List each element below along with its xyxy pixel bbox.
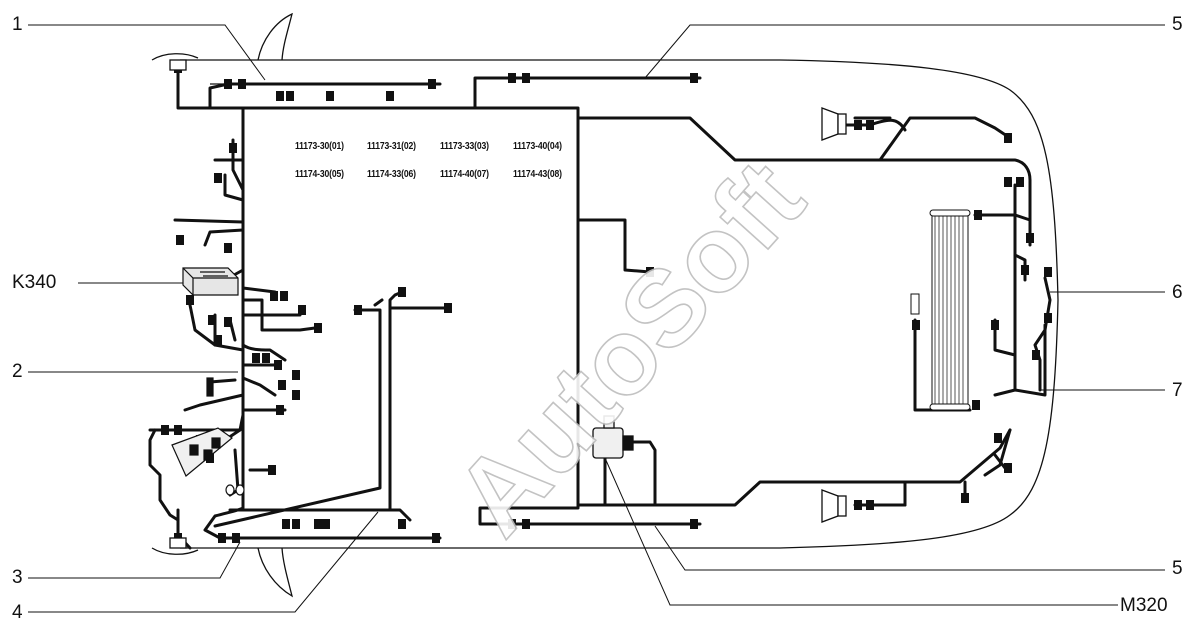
thin-wires (210, 77, 700, 539)
callout-7: 7 (1172, 380, 1183, 401)
model-code: 11174-33(06) (367, 168, 416, 180)
callout-2: 2 (12, 361, 23, 382)
callout-1: 1 (12, 14, 23, 35)
model-code: 11174-40(07) (440, 168, 489, 180)
headlamp-plugs (169, 59, 187, 549)
rear-window-heater (910, 209, 971, 411)
speakers (821, 107, 847, 523)
k340-relay-block (182, 267, 239, 296)
callout-5-top: 5 (1172, 14, 1183, 35)
callout-k340: K340 (12, 272, 57, 293)
callout-3: 3 (12, 567, 23, 588)
model-code: 11173-31(02) (367, 140, 416, 152)
model-code: 11173-30(01) (295, 140, 344, 152)
model-code: 11174-30(05) (295, 168, 344, 180)
leader-lines (28, 24, 1165, 613)
car-body-outline (151, 12, 1059, 598)
callout-6: 6 (1172, 282, 1183, 303)
model-code: 11173-33(03) (440, 140, 489, 152)
fuse-box-cluster (171, 377, 245, 496)
model-code: 11174-43(08) (513, 168, 562, 180)
callout-4: 4 (12, 602, 23, 623)
callout-5-bottom: 5 (1172, 558, 1183, 579)
m320-motor (592, 415, 634, 459)
model-code: 11173-40(04) (513, 140, 562, 152)
callout-m320: M320 (1120, 595, 1168, 616)
